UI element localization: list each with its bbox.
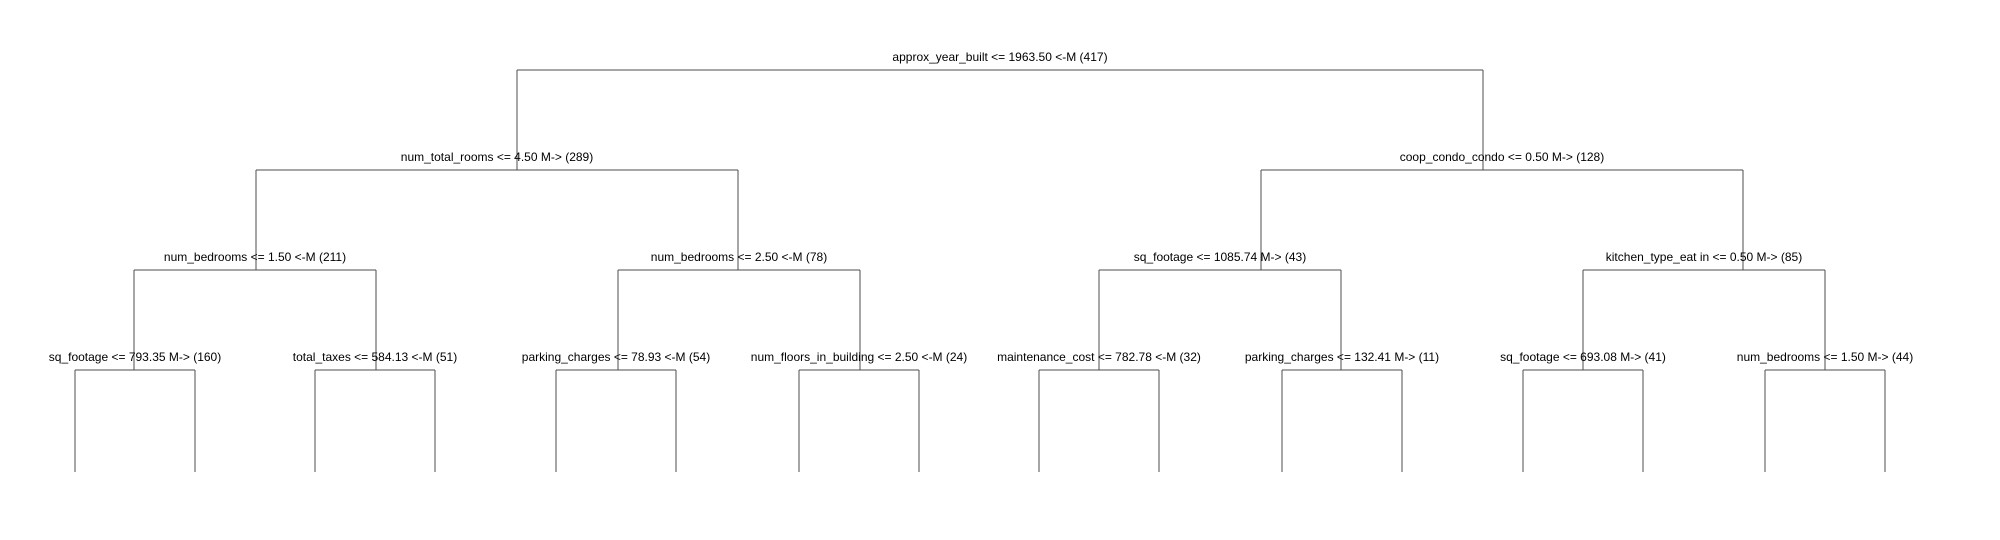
node-label-n5: sq_footage <= 1085.74 M-> (43) <box>1134 250 1306 264</box>
node-label-n1: num_total_rooms <= 4.50 M-> (289) <box>401 150 593 164</box>
node-label-n14: num_bedrooms <= 1.50 M-> (44) <box>1737 350 1913 364</box>
tree-labels: approx_year_built <= 1963.50 <-M (417) nu… <box>49 50 1913 364</box>
node-label-n7: sq_footage <= 793.35 M-> (160) <box>49 350 221 364</box>
node-label-n6: kitchen_type_eat in <= 0.50 M-> (85) <box>1606 250 1802 264</box>
node-label-n9: parking_charges <= 78.93 <-M (54) <box>522 350 710 364</box>
node-label-n4: num_bedrooms <= 2.50 <-M (78) <box>651 250 827 264</box>
node-label-n12: parking_charges <= 132.41 M-> (11) <box>1245 350 1439 364</box>
node-label-n11: maintenance_cost <= 782.78 <-M (32) <box>997 350 1201 364</box>
node-label-n3: num_bedrooms <= 1.50 <-M (211) <box>164 250 346 264</box>
node-label-n13: sq_footage <= 693.08 M-> (41) <box>1500 350 1666 364</box>
tree-edges <box>74 69 1886 472</box>
node-label-n10: num_floors_in_building <= 2.50 <-M (24) <box>751 350 967 364</box>
node-label-n2: coop_condo_condo <= 0.50 M-> (128) <box>1400 150 1604 164</box>
node-label-n8: total_taxes <= 584.13 <-M (51) <box>293 350 457 364</box>
node-label-n0: approx_year_built <= 1963.50 <-M (417) <box>892 50 1107 64</box>
